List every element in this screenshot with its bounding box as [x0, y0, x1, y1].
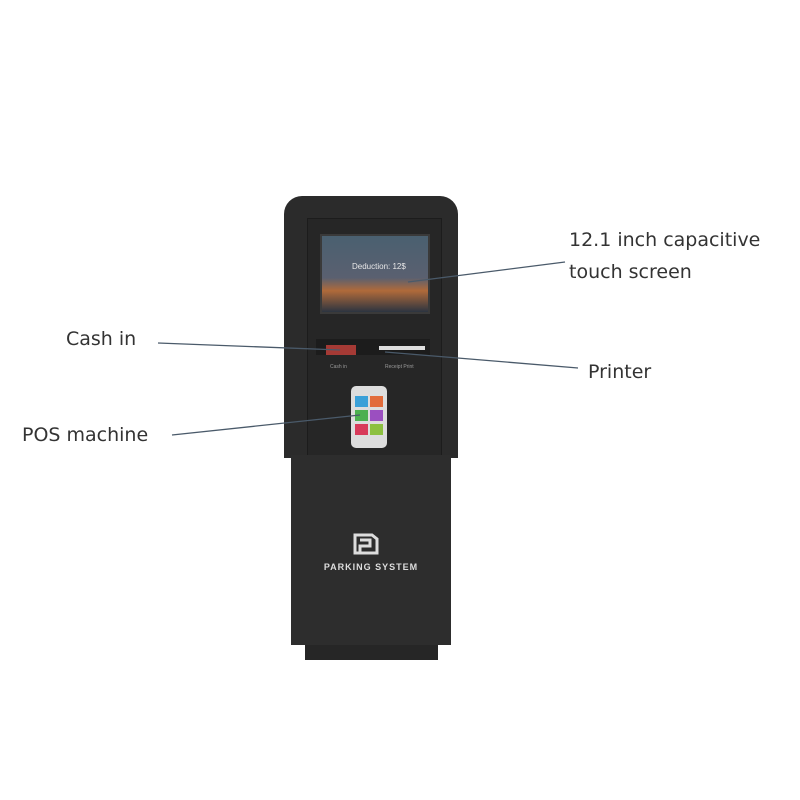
app-icon [355, 396, 368, 407]
kiosk-base [305, 645, 438, 660]
app-icon [370, 424, 383, 435]
printer-slot-label: Receipt Print [385, 364, 414, 370]
pos-machine-label: POS machine [22, 424, 149, 446]
screen-text: Deduction: 12$ [352, 262, 406, 271]
parking-logo-icon [353, 533, 379, 555]
pos-machine [351, 386, 387, 448]
pos-leader [171, 414, 361, 436]
cash-slot [326, 345, 356, 355]
touch-screen-label-line1: 12.1 inch capacitive [569, 229, 761, 251]
brand-text: PARKING SYSTEM [323, 562, 419, 572]
cash-in-leader [157, 342, 341, 351]
touch-screen: Deduction: 12$ [320, 234, 430, 314]
touch-screen-label-line2: touch screen [569, 261, 692, 283]
app-icon [355, 424, 368, 435]
printer-slot [379, 346, 425, 350]
printer-label: Printer [588, 361, 652, 383]
app-icon [370, 410, 383, 421]
touch-screen-leader [407, 261, 566, 283]
app-icon [370, 396, 383, 407]
cash-slot-label: Cash in [330, 364, 347, 370]
cash-in-label: Cash in [66, 328, 137, 350]
printer-leader [384, 351, 579, 369]
app-icon [355, 410, 368, 421]
kiosk-pedestal [291, 455, 451, 645]
